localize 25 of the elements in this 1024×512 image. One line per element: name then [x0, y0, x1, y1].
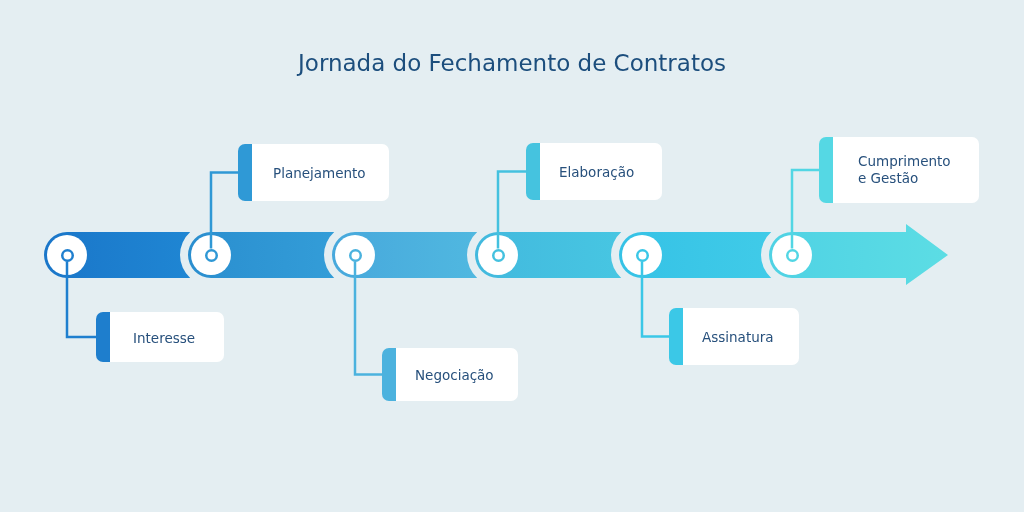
leader-line: [353, 261, 382, 376]
leader-line: [640, 261, 669, 338]
step-card: [819, 137, 979, 203]
ring-icon: [60, 248, 74, 262]
ring-icon: [491, 248, 505, 262]
ring-icon: [635, 248, 649, 262]
ring-icon: [785, 248, 799, 262]
step-card: [96, 312, 224, 362]
step-card: [238, 144, 389, 201]
step-card: [526, 143, 662, 200]
leader-line: [496, 170, 526, 249]
step-label: Assinatura: [702, 329, 774, 346]
step-card: [382, 348, 518, 401]
ring-icon: [348, 248, 362, 262]
leader-line: [790, 168, 819, 249]
step-label: Interesse: [133, 329, 196, 347]
step-label: Elaboração: [559, 164, 635, 181]
diagram-title: Jornada do Fechamento de Contratos: [298, 49, 726, 78]
leader-line: [65, 261, 96, 339]
ring-icon: [204, 248, 218, 262]
leader-line: [209, 171, 238, 249]
step-label: Negociação: [415, 367, 494, 384]
step-card: [669, 308, 799, 365]
step-label: Planejamento: [273, 165, 366, 182]
step-label: Cumprimento e Gestão: [858, 153, 952, 187]
